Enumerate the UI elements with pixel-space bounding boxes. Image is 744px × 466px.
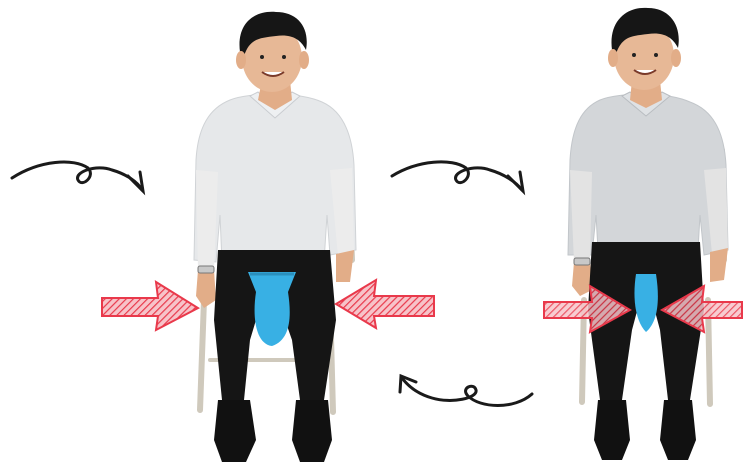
shoe-left bbox=[594, 400, 630, 460]
press-arrow-right bbox=[102, 282, 198, 330]
hand-left bbox=[572, 262, 592, 296]
blue-ball bbox=[248, 272, 296, 346]
wristwatch bbox=[574, 258, 590, 265]
blue-ball bbox=[634, 274, 657, 332]
ear-right bbox=[299, 51, 309, 69]
return-flow-arrow bbox=[400, 376, 532, 406]
shoe-right bbox=[660, 400, 696, 460]
ear-left bbox=[608, 49, 618, 67]
shoe-left bbox=[214, 400, 256, 462]
wristwatch bbox=[198, 266, 214, 273]
ear-right bbox=[671, 49, 681, 67]
curved-flow-arrow bbox=[12, 162, 143, 191]
hand-right bbox=[336, 250, 354, 282]
shoe-right bbox=[292, 400, 332, 462]
press-arrow-left bbox=[336, 280, 434, 328]
shirt bbox=[568, 94, 728, 256]
person-sitting-squeezing bbox=[568, 8, 728, 460]
curved-flow-arrow bbox=[392, 162, 523, 191]
hand-left bbox=[196, 270, 216, 308]
person-sitting-relaxed bbox=[194, 12, 356, 462]
hand-right bbox=[710, 248, 728, 282]
ear-left bbox=[236, 51, 246, 69]
